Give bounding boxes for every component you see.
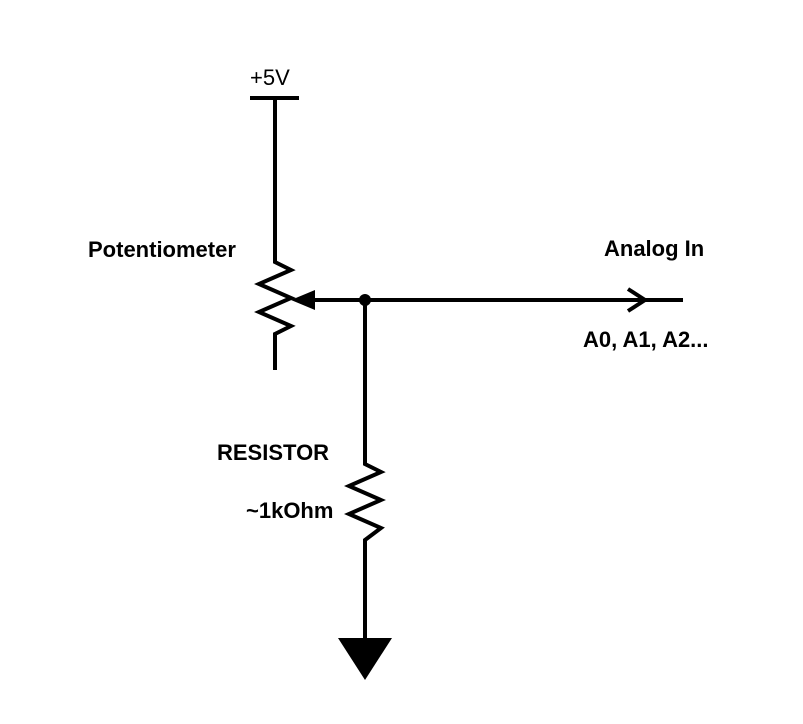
resistor-value-label: ~1kOhm bbox=[246, 498, 333, 523]
analog-in-label: Analog In bbox=[604, 236, 704, 261]
analog-pins-label: A0, A1, A2... bbox=[583, 327, 709, 352]
ground-symbol bbox=[338, 638, 392, 680]
output-arrow bbox=[626, 287, 649, 313]
wiper-arrowhead bbox=[291, 290, 315, 310]
resistor-label: RESISTOR bbox=[217, 440, 329, 465]
potentiometer-label: Potentiometer bbox=[88, 237, 236, 262]
resistor-symbol bbox=[344, 462, 386, 640]
supply-label: +5V bbox=[250, 65, 290, 90]
potentiometer-symbol bbox=[254, 258, 296, 370]
